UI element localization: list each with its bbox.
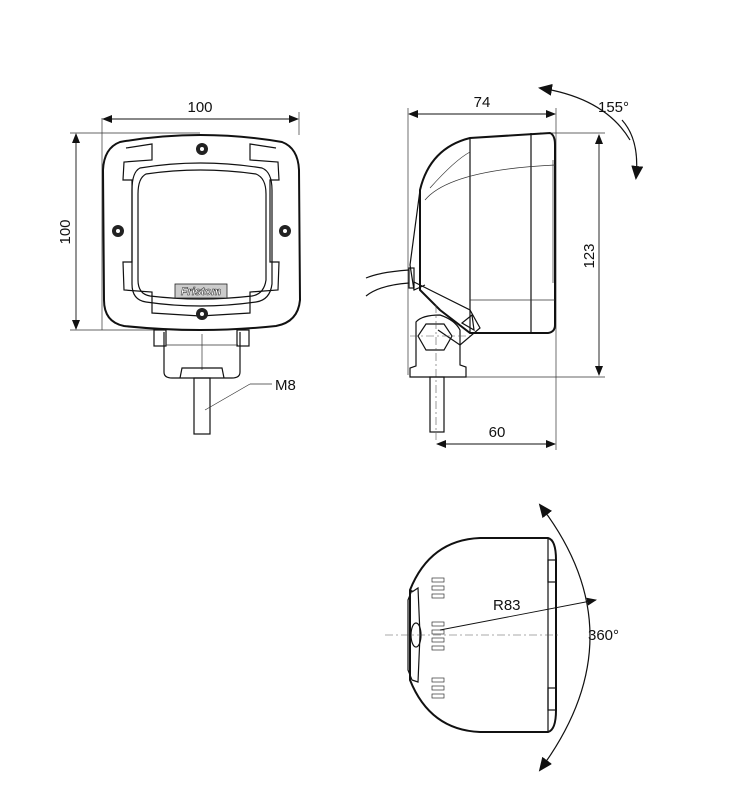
rotation-arrow <box>538 503 591 772</box>
screw-icon <box>112 225 124 237</box>
side-view: 74 123 60 155° <box>365 83 644 450</box>
tilt-arrow-top <box>538 83 631 141</box>
thread-leader-line <box>204 383 251 411</box>
tilt-arrow-bottom <box>621 119 644 180</box>
front-view: 100 100 Fristom M8 <box>57 99 302 435</box>
tilt-angle-label: 155° <box>598 99 629 116</box>
mount-offset-label: 60 <box>489 424 506 441</box>
height-label: 100 <box>57 219 74 244</box>
side-height-label: 123 <box>581 243 598 268</box>
thread-label: M8 <box>275 377 296 394</box>
bottom-view: R83 360° <box>385 503 619 772</box>
radius-label: R83 <box>493 597 521 614</box>
screw-icon <box>196 308 208 320</box>
radius-dimension-line <box>439 597 597 631</box>
width-label: 100 <box>187 99 212 116</box>
lamp-housing-side <box>365 131 556 440</box>
brand-logo-text: Fristom <box>181 286 222 298</box>
lamp-housing-bottom <box>385 537 560 733</box>
depth-label: 74 <box>474 94 491 111</box>
screw-icon <box>279 225 291 237</box>
brand-logo <box>174 283 228 299</box>
rotation-angle-label: 360° <box>588 627 619 644</box>
screw-icon <box>196 143 208 155</box>
lamp-housing-front: Fristom <box>101 134 302 331</box>
mount-bracket-front <box>153 329 250 435</box>
